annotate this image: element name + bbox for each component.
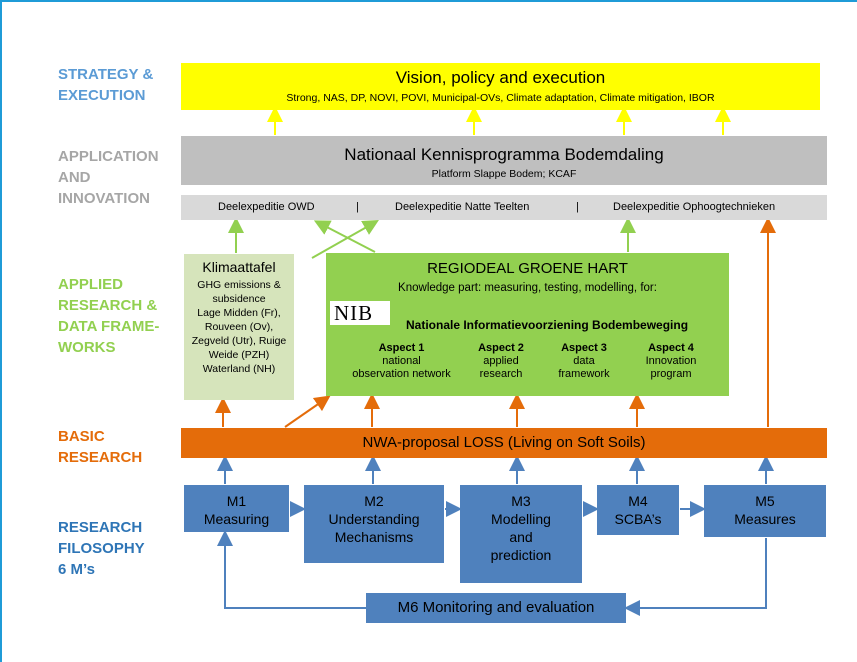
klimaattafel-line: subsidence [212, 293, 266, 305]
expedition-owd: Deelexpeditie OWD [218, 201, 315, 213]
arrows-from-nwa [215, 217, 776, 428]
klimaattafel-box: Klimaattafel GHG emissions & subsidence … [184, 254, 294, 400]
arrows-to-expeditions [228, 217, 636, 259]
klimaattafel-line: GHG emissions & [197, 279, 281, 291]
klimaattafel-line: Waterland (NH) [202, 363, 276, 375]
klimaattafel-line: Rouveen (Ov), [204, 321, 274, 333]
vision-title: Vision, policy and execution [395, 68, 606, 87]
nib-logo: NIB [330, 301, 390, 325]
nwa-proposal-box: NWA-proposal LOSS (Living on Soft Soils) [181, 428, 827, 458]
expedition-ophoogtechnieken: Deelexpeditie Ophoogtechnieken [613, 201, 776, 213]
nkb-subtitle: Platform Slappe Bodem; KCAF [431, 168, 577, 180]
klimaattafel-line: Lage Midden (Fr), [197, 307, 281, 319]
arrows-monitoring-loop [217, 530, 767, 616]
regiodeal-box: REGIODEAL GROENE HART Knowledge part: me… [326, 253, 729, 396]
regiodeal-title: REGIODEAL GROENE HART [427, 260, 628, 277]
vision-policy-box: Vision, policy and execution Strong, NAS… [181, 63, 820, 110]
arrows-to-nwa [217, 455, 774, 484]
nwa-title: NWA-proposal LOSS (Living on Soft Soils) [362, 434, 646, 451]
regiodeal-subtitle: Knowledge part: measuring, testing, mode… [398, 282, 657, 294]
expedition-separator: | [356, 201, 359, 213]
klimaattafel-title: Klimaattafel [202, 259, 276, 275]
expedition-natte-teelten: Deelexpeditie Natte Teelten [395, 201, 530, 213]
frame-left-border [0, 0, 2, 662]
label-strategy-execution: STRATEGY &EXECUTION [58, 66, 154, 104]
klimaattafel-line: Zegveld (Utr), Ruige [191, 335, 287, 347]
frame-top-border [0, 0, 857, 2]
expedition-separator: | [576, 201, 579, 213]
nkb-box: Nationaal Kennisprogramma Bodemdaling Pl… [181, 136, 827, 185]
nib-title: Nationale Informatievoorziening Bodembew… [406, 318, 689, 332]
vision-subtitle: Strong, NAS, DP, NOVI, POVI, Municipal-O… [286, 92, 715, 104]
arrows-to-vision [267, 106, 731, 135]
expeditions-bar: Deelexpeditie OWD | Deelexpeditie Natte … [181, 195, 827, 220]
m6-monitoring-box: M6 Monitoring and evaluation [366, 593, 626, 623]
nkb-title: Nationaal Kennisprogramma Bodemdaling [344, 145, 664, 164]
klimaattafel-line: Weide (PZH) [208, 349, 270, 361]
